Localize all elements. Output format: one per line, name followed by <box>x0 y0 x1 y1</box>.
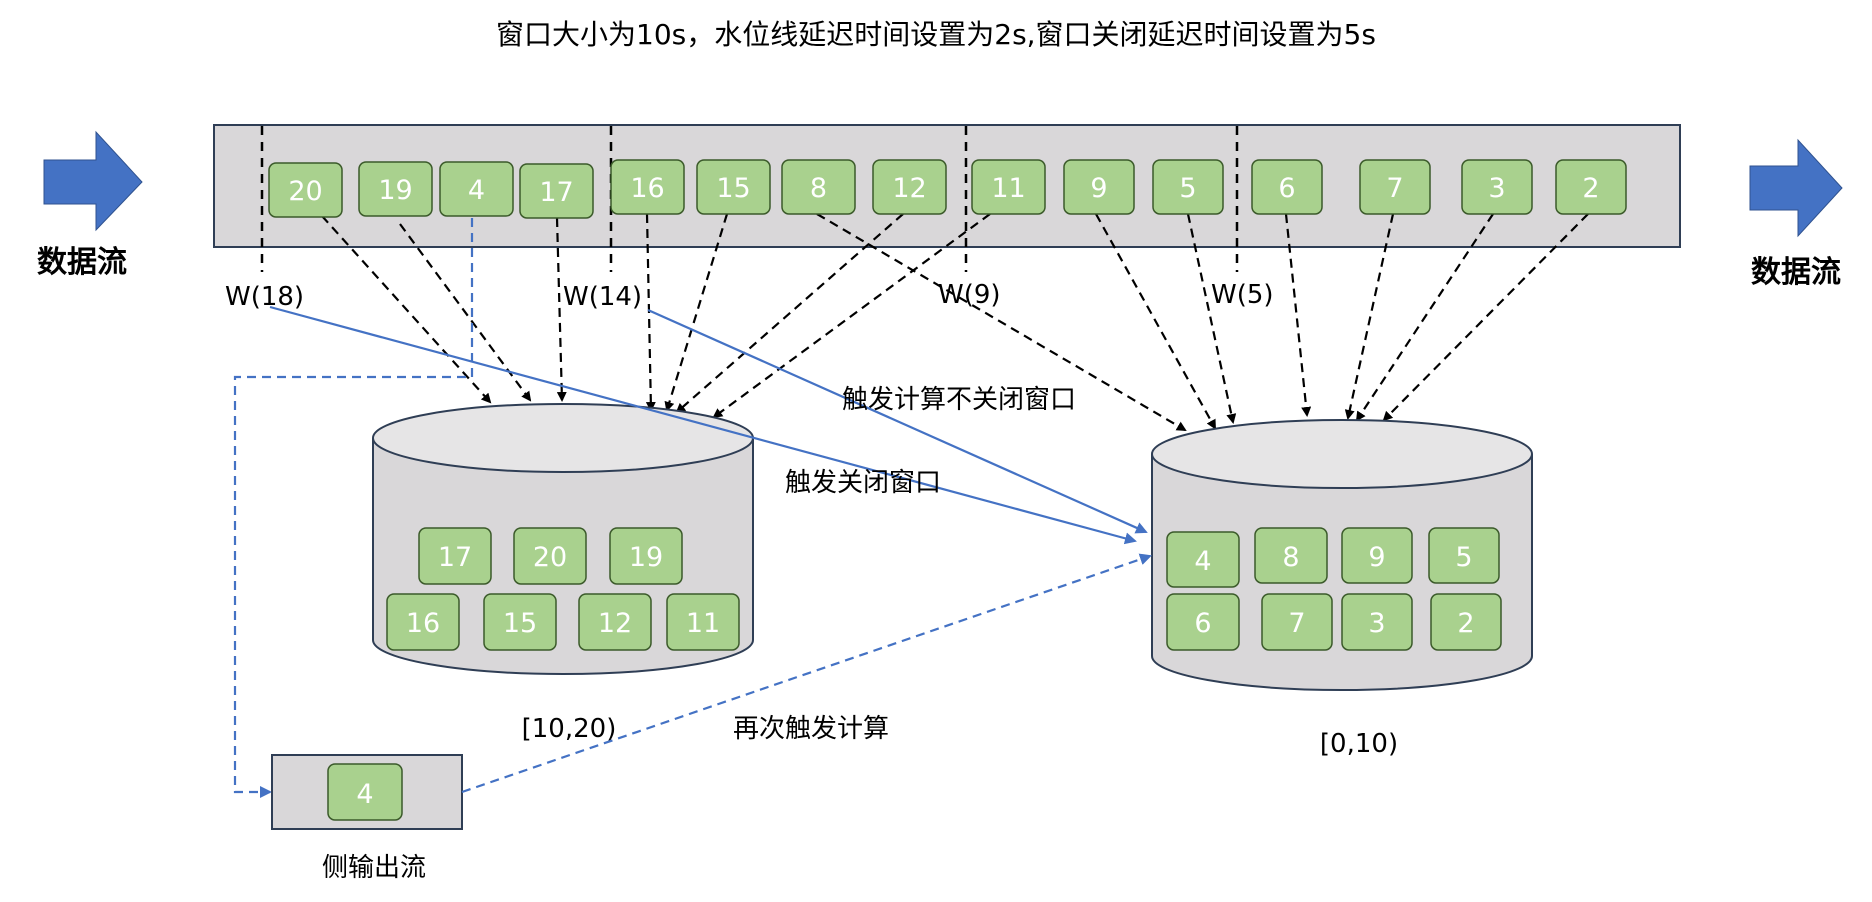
window-0-10-item-7: 7 <box>1261 593 1333 651</box>
annotation-trigger-again: 再次触发计算 <box>733 714 889 744</box>
arrow-12 <box>675 213 904 414</box>
svg-text:9: 9 <box>1090 173 1107 204</box>
svg-text:7: 7 <box>1386 173 1403 204</box>
window-10-20-item-17: 17 <box>418 527 492 585</box>
arrow-8 <box>816 213 1187 432</box>
svg-text:19: 19 <box>629 542 663 573</box>
svg-text:8: 8 <box>1282 542 1299 573</box>
window-10-20-item-11: 11 <box>666 593 740 651</box>
watermark-label-18: W(18) <box>225 282 304 312</box>
svg-text:16: 16 <box>406 608 440 639</box>
window-10-20-item-15: 15 <box>483 593 557 651</box>
watermark-label-9: W(9) <box>938 280 1001 310</box>
svg-text:7: 7 <box>1288 608 1305 639</box>
side-output-item-4: 4 <box>327 763 403 821</box>
watermark-label-5: W(5) <box>1211 280 1274 310</box>
arrow-11 <box>712 213 991 419</box>
window-0-10-item-9: 9 <box>1341 527 1413 584</box>
svg-text:17: 17 <box>438 542 472 573</box>
stream-event-15: 15 <box>696 159 771 215</box>
stream-event-2: 2 <box>1555 159 1627 215</box>
svg-text:2: 2 <box>1582 173 1599 204</box>
window-0-10-item-8: 8 <box>1254 527 1328 584</box>
svg-text:3: 3 <box>1488 173 1505 204</box>
stream-event-11: 11 <box>971 159 1046 215</box>
stream-event-7: 7 <box>1359 159 1431 215</box>
annotation-trigger-close: 触发关闭窗口 <box>785 468 941 498</box>
svg-text:15: 15 <box>503 608 537 639</box>
arrow-5 <box>1186 213 1237 424</box>
svg-text:15: 15 <box>716 173 750 204</box>
svg-text:4: 4 <box>1194 546 1211 577</box>
svg-text:2: 2 <box>1457 608 1474 639</box>
trigger-close-line <box>269 305 1137 545</box>
window-0-10-item-5: 5 <box>1428 527 1500 584</box>
stream-event-4: 4 <box>439 161 514 217</box>
window-0-10-item-6: 6 <box>1166 593 1240 651</box>
stream-label-right: 数据流 <box>1751 255 1841 290</box>
stream-event-3: 3 <box>1461 159 1533 215</box>
stream-in-arrow-icon <box>43 130 143 232</box>
window-10-20-item-20: 20 <box>513 527 587 585</box>
arrow-6 <box>1284 213 1312 417</box>
stream-label-left: 数据流 <box>37 245 127 280</box>
window-10-20-item-16: 16 <box>386 593 460 651</box>
stream-event-20: 20 <box>268 162 343 218</box>
stream-event-6: 6 <box>1251 159 1323 215</box>
svg-text:12: 12 <box>892 173 926 204</box>
window-0-10-item-4: 4 <box>1166 531 1240 588</box>
svg-text:20: 20 <box>288 176 322 207</box>
svg-text:5: 5 <box>1179 173 1196 204</box>
window-0-10-item-2: 2 <box>1430 593 1502 651</box>
arrow-20 <box>321 215 492 404</box>
annotation-trigger-no-close: 触发计算不关闭窗口 <box>842 385 1076 415</box>
stream-out-arrow-icon <box>1749 138 1843 238</box>
svg-text:4: 4 <box>468 175 485 206</box>
arrow-17 <box>555 217 567 402</box>
svg-text:12: 12 <box>598 608 632 639</box>
stream-event-9: 9 <box>1063 159 1135 215</box>
svg-text:5: 5 <box>1455 542 1472 573</box>
svg-text:19: 19 <box>378 175 412 206</box>
arrow-9 <box>1095 213 1216 430</box>
svg-text:4: 4 <box>356 779 373 810</box>
stream-panel <box>213 124 1681 248</box>
late-event-path <box>233 218 474 798</box>
arrow-7 <box>1344 213 1395 420</box>
stream-event-17: 17 <box>519 163 594 219</box>
svg-text:6: 6 <box>1194 608 1211 639</box>
arrow-3 <box>1355 213 1494 422</box>
svg-text:6: 6 <box>1278 173 1295 204</box>
svg-text:20: 20 <box>533 542 567 573</box>
stream-event-12: 12 <box>872 159 947 215</box>
svg-text:16: 16 <box>630 173 664 204</box>
svg-text:11: 11 <box>686 608 720 639</box>
window-10-20-item-12: 12 <box>578 593 652 651</box>
assignment-arrows <box>321 213 1589 432</box>
side-output-label: 侧输出流 <box>322 853 426 883</box>
arrow-2 <box>1382 213 1589 422</box>
window-10-20-item-19: 19 <box>609 527 683 585</box>
diagram-title: 窗口大小为10s，水位线延迟时间设置为2s,窗口关闭延迟时间设置为5s <box>496 18 1376 51</box>
arrow-16 <box>645 213 656 412</box>
svg-text:17: 17 <box>539 177 573 208</box>
svg-text:9: 9 <box>1368 542 1385 573</box>
arrow-15 <box>664 213 729 412</box>
stream-event-8: 8 <box>781 159 856 215</box>
svg-text:11: 11 <box>991 173 1025 204</box>
trigger-no-close-line <box>647 308 1148 534</box>
watermark-label-14: W(14) <box>563 282 642 312</box>
svg-text:3: 3 <box>1368 608 1385 639</box>
window-0-10-item-3: 3 <box>1341 593 1413 651</box>
trigger-again-line <box>461 553 1152 794</box>
stream-event-16: 16 <box>610 159 685 215</box>
stream-event-19: 19 <box>358 161 433 217</box>
stream-event-5: 5 <box>1152 159 1224 215</box>
window-10-20-label: [10,20) <box>522 714 617 744</box>
window-0-10-label: [0,10) <box>1320 729 1398 759</box>
svg-text:8: 8 <box>810 173 827 204</box>
